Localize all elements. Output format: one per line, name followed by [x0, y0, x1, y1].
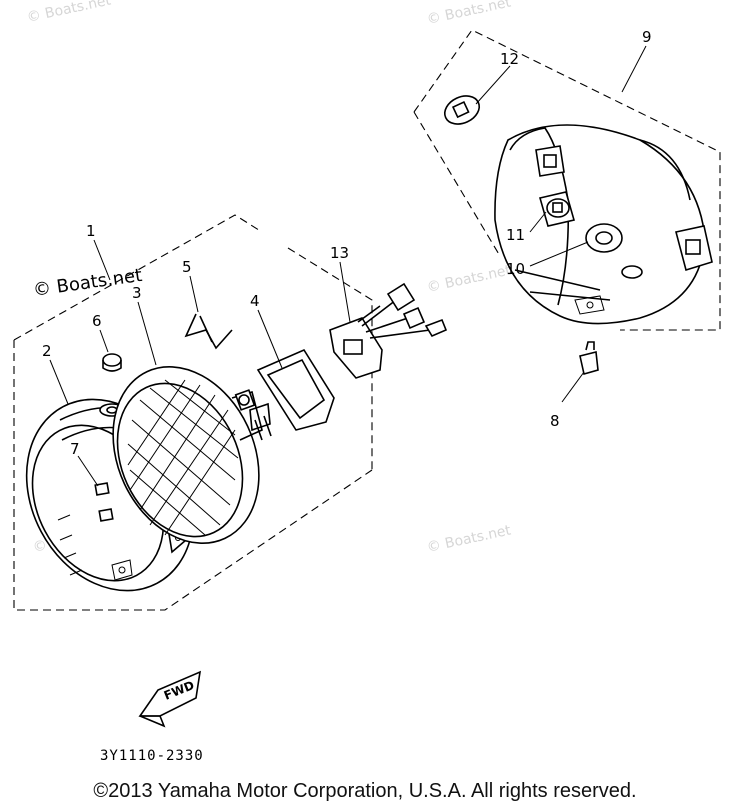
front-assembly-outline [13, 214, 373, 611]
callout-8: 8 [550, 412, 560, 430]
watermark-lower-right: © Boats.net [426, 522, 513, 556]
callout-6: 6 [92, 312, 102, 330]
callout-12: 12 [500, 50, 519, 68]
case-grommet-small [538, 191, 576, 227]
case-plug-grommet [443, 95, 481, 125]
callout-7: 7 [70, 440, 80, 458]
case-grommet-large [585, 223, 623, 253]
callout-1: 1 [86, 222, 96, 240]
case-cutout [535, 145, 565, 177]
rear-case-outline [413, 29, 721, 331]
callout-13: 13 [330, 244, 349, 262]
watermark-dark: © Boats.net [32, 265, 144, 301]
callout-11: 11 [506, 226, 525, 244]
watermark-mid-right: © Boats.net [426, 262, 513, 296]
fwd-arrow-icon: FWD [138, 670, 202, 728]
watermark-top-left: © Boats.net [26, 0, 113, 26]
callout-4: 4 [250, 292, 260, 310]
bulb-socket [234, 389, 272, 441]
leader-lines [49, 45, 647, 487]
callout-5: 5 [182, 258, 192, 276]
headlight-connector [329, 282, 448, 379]
diagram-code: 3Y1110-2330 [100, 748, 204, 764]
socket-cover [256, 348, 335, 431]
bulb-retaining-spring [184, 313, 233, 350]
callout-2: 2 [42, 342, 52, 360]
callout-3: 3 [132, 284, 142, 302]
rim-clips [94, 482, 114, 522]
callout-9: 9 [642, 28, 652, 46]
callout-10: 10 [506, 260, 525, 278]
watermark-top-center: © Boats.net [426, 0, 513, 28]
rim-grommet [102, 353, 122, 372]
mounting-screw [579, 341, 599, 376]
copyright-notice: ©2013 Yamaha Motor Corporation, U.S.A. A… [93, 780, 637, 802]
